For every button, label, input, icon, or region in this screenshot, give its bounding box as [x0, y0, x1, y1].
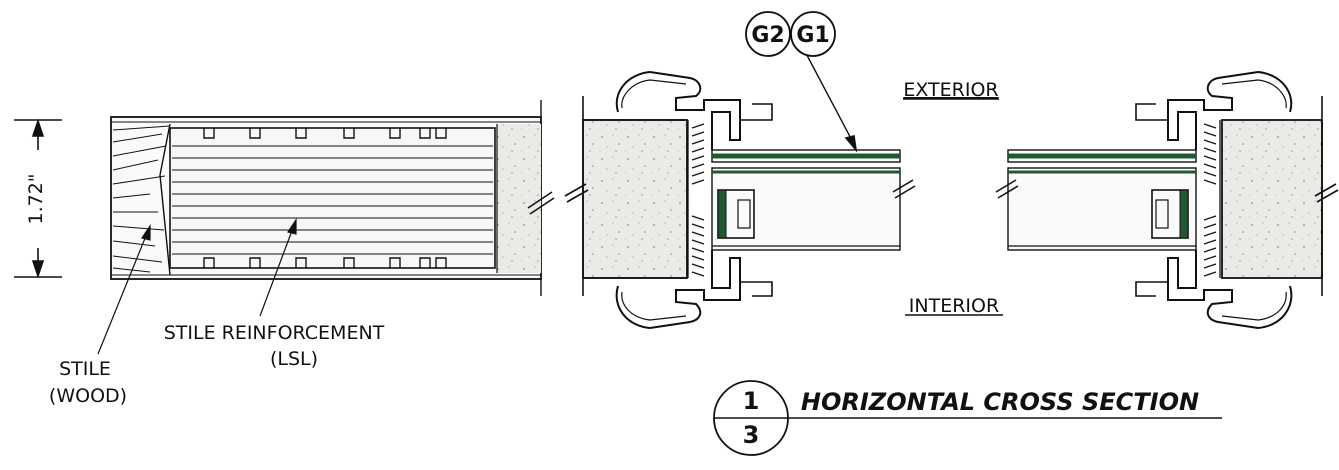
left-glazing-clip-bottom: [615, 250, 741, 330]
wood-stile: [112, 123, 171, 276]
right-glazing-clip-bottom: [1167, 250, 1293, 330]
stile-label-line2: (WOOD): [49, 385, 127, 407]
left-weatherstrip: [687, 120, 705, 278]
section-tag: 1 3 HORIZONTAL CROSS SECTION: [713, 380, 1222, 456]
g1-leader: [799, 41, 857, 149]
reinforcement-label-line1: STILE REINFORCEMENT: [164, 322, 385, 344]
right-glazing-clip-top: [1167, 70, 1293, 150]
interior-label: INTERIOR: [909, 295, 999, 317]
stile-label-line1: STILE: [59, 358, 111, 380]
frame-section: [564, 41, 1339, 330]
section-title: HORIZONTAL CROSS SECTION: [801, 388, 1199, 416]
reinforcement-label-line2: (LSL): [270, 348, 318, 370]
g2-callout-text: G2: [751, 23, 784, 48]
left-door-panel: [582, 119, 688, 279]
break-mark: [527, 191, 555, 215]
glass-callouts: G2 G1: [745, 11, 836, 57]
right-weatherstrip: [1203, 120, 1221, 278]
exterior-label: EXTERIOR: [903, 79, 998, 101]
section-tag-sheet: 3: [743, 421, 760, 449]
right-insulated-glass: [1007, 149, 1197, 251]
right-door-panel: [1221, 119, 1323, 279]
g1-callout-text: G1: [796, 23, 829, 48]
dimension-text: 1.72": [25, 173, 47, 224]
stile-section: [14, 100, 555, 355]
left-insulated-glass: [711, 149, 901, 251]
g2-callout-circle: [745, 11, 791, 57]
lsl-reinforcement: [169, 127, 496, 269]
leader-lines: [97, 218, 297, 355]
left-glazing-clip-top: [615, 70, 741, 150]
g1-callout-circle: [790, 11, 836, 57]
foam-core: [497, 124, 541, 273]
dimension-line: [14, 118, 62, 279]
section-tag-number: 1: [743, 387, 760, 415]
